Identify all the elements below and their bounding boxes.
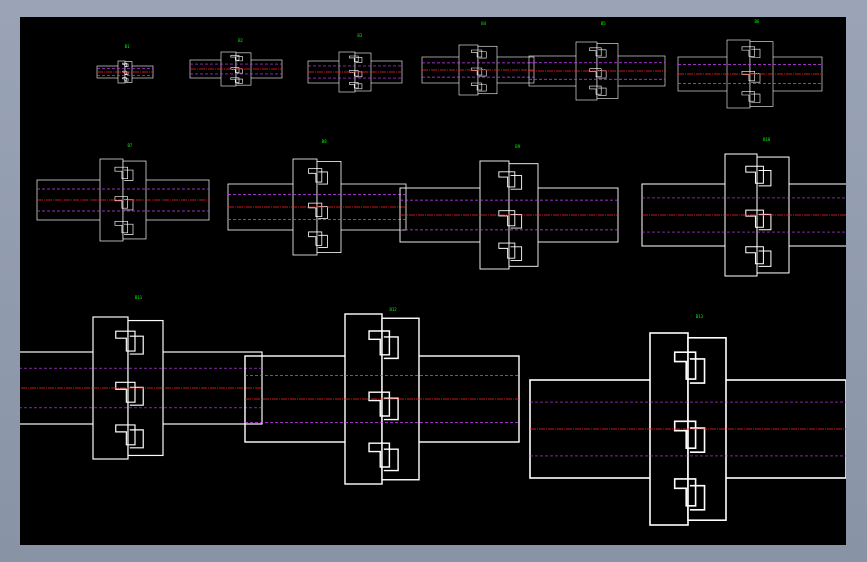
drawing-label: B8 bbox=[322, 139, 327, 144]
jaw-tooth bbox=[349, 82, 359, 89]
jaw-tooth bbox=[122, 77, 127, 82]
jaw-tooth bbox=[745, 165, 764, 184]
jaw-tooth bbox=[368, 391, 391, 417]
jaw-slot bbox=[510, 175, 523, 190]
jaw-tooth bbox=[308, 168, 323, 183]
jaw-slot bbox=[383, 397, 399, 421]
jaw-tooth bbox=[122, 62, 127, 67]
jaw-tooth bbox=[673, 478, 697, 507]
jaw-tooth bbox=[745, 209, 764, 228]
jaw-tooth bbox=[115, 381, 136, 403]
jaw-slot bbox=[751, 93, 761, 103]
jaw-tooth bbox=[498, 171, 516, 188]
drawing-label: B7 bbox=[127, 143, 132, 148]
drawing-label: B11 bbox=[135, 295, 143, 300]
coupling-drawing[interactable]: B3 bbox=[307, 33, 403, 93]
drawing-label: B2 bbox=[238, 38, 243, 43]
drawing-label: B12 bbox=[389, 307, 397, 312]
jaw-slot bbox=[383, 448, 399, 472]
jaw-slot bbox=[478, 69, 487, 77]
drawing-label: B10 bbox=[763, 137, 771, 142]
jaw-slot bbox=[758, 213, 772, 231]
jaw-slot bbox=[129, 429, 144, 449]
jaw-slot bbox=[129, 386, 144, 406]
jaw-slot bbox=[125, 78, 129, 82]
jaw-slot bbox=[236, 78, 243, 84]
jaw-tooth bbox=[115, 424, 136, 446]
jaw-slot bbox=[318, 234, 328, 248]
jaw-tooth bbox=[589, 85, 602, 95]
jaw-tooth bbox=[745, 246, 764, 265]
jaw-slot bbox=[751, 48, 761, 59]
drawing-label: B9 bbox=[515, 144, 520, 149]
coupling-drawing[interactable]: B1 bbox=[96, 44, 154, 84]
jaw-tooth bbox=[471, 67, 483, 76]
drawing-label: B3 bbox=[357, 33, 362, 38]
jaw-tooth bbox=[349, 55, 359, 62]
jaw-slot bbox=[124, 169, 134, 181]
jaw-tooth bbox=[498, 210, 516, 227]
jaw-slot bbox=[510, 246, 523, 261]
jaw-slot bbox=[478, 51, 487, 59]
jaw-slot bbox=[689, 427, 706, 454]
jaw-tooth bbox=[368, 330, 391, 356]
jaw-slot bbox=[236, 56, 243, 62]
coupling-drawing[interactable]: B2 bbox=[189, 38, 283, 87]
drawing-label: B1 bbox=[125, 44, 130, 49]
jaw-tooth bbox=[498, 242, 516, 259]
jaw-tooth bbox=[230, 77, 240, 83]
jaw-slot bbox=[758, 169, 772, 187]
jaw-slot bbox=[318, 206, 328, 220]
coupling-drawing[interactable]: B9 bbox=[399, 144, 619, 270]
jaw-tooth bbox=[741, 91, 755, 102]
jaw-slot bbox=[129, 335, 144, 355]
jaw-slot bbox=[124, 199, 134, 211]
coupling-drawing[interactable]: B12 bbox=[244, 307, 520, 485]
jaw-tooth bbox=[471, 82, 483, 91]
jaw-tooth bbox=[230, 55, 240, 61]
jaw-tooth bbox=[114, 220, 128, 234]
coupling-drawing[interactable]: B7 bbox=[36, 143, 210, 242]
jaw-slot bbox=[355, 83, 363, 90]
jaw-slot bbox=[758, 250, 772, 267]
jaw-slot bbox=[598, 49, 607, 58]
jaw-tooth bbox=[308, 231, 323, 246]
coupling-drawing[interactable]: B11 bbox=[20, 295, 263, 460]
coupling-drawing[interactable]: B6 bbox=[677, 19, 823, 109]
drawing-label: B5 bbox=[601, 21, 606, 26]
jaw-slot bbox=[510, 214, 523, 229]
jaw-slot bbox=[689, 358, 706, 384]
jaw-tooth bbox=[115, 330, 136, 352]
jaw-tooth bbox=[741, 70, 755, 82]
coupling-drawing[interactable]: B5 bbox=[528, 21, 666, 101]
jaw-slot bbox=[598, 87, 607, 96]
jaw-slot bbox=[124, 223, 134, 235]
jaw-tooth bbox=[308, 202, 323, 217]
jaw-slot bbox=[125, 63, 129, 68]
jaw-tooth bbox=[673, 420, 697, 449]
coupling-drawing[interactable]: B8 bbox=[227, 139, 407, 256]
jaw-slot bbox=[318, 171, 328, 185]
jaw-tooth bbox=[741, 46, 755, 57]
jaw-tooth bbox=[589, 47, 602, 57]
jaw-slot bbox=[689, 484, 706, 511]
jaw-tooth bbox=[589, 68, 602, 78]
jaw-tooth bbox=[114, 166, 128, 180]
drawing-label: B13 bbox=[696, 314, 704, 319]
jaw-slot bbox=[355, 57, 363, 63]
jaw-tooth bbox=[368, 442, 391, 468]
jaw-tooth bbox=[471, 49, 483, 58]
jaw-slot bbox=[383, 336, 399, 360]
drawing-label: B6 bbox=[754, 19, 759, 24]
jaw-tooth bbox=[114, 196, 128, 209]
jaw-tooth bbox=[673, 351, 697, 380]
coupling-drawing[interactable]: B10 bbox=[641, 137, 846, 277]
jaw-slot bbox=[478, 84, 487, 92]
coupling-drawing[interactable]: B4 bbox=[421, 21, 535, 96]
drawing-label: B4 bbox=[481, 21, 486, 26]
coupling-drawing[interactable]: B13 bbox=[529, 314, 846, 526]
